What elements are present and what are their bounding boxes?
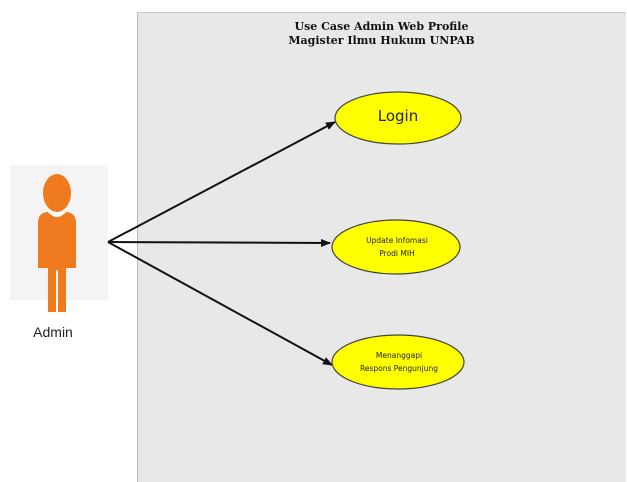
system-title-line-1: Use Case Admin Web Profile [294,20,469,33]
association-login [107,121,336,243]
system-title-line-2: Magister Ilmu Hukum UNPAB [288,34,475,47]
use-case-login-label: Login [377,107,419,125]
association-update-informasi [107,238,331,247]
use-case-update-informasi-line-1: Update Infomasi [366,236,428,245]
use-case-login [334,91,462,145]
use-case-menanggapi-line-1: Menanggapi [375,351,423,360]
use-case-update-informasi-label: Update Infomasi Prodi MIH [334,234,460,260]
system-title: Use Case Admin Web Profile Magister Ilmu… [137,20,626,48]
use-case-update-informasi [331,219,461,275]
use-case-menanggapi [331,334,465,390]
actor-person-icon [38,174,76,312]
actor-label: Admin [33,324,73,340]
use-case-menanggapi-label: Menanggapi Respons Pengunjung [334,349,464,375]
use-case-update-informasi-line-2: Prodi MIH [379,249,415,258]
association-menanggapi [107,241,333,366]
use-case-menanggapi-line-2: Respons Pengunjung [359,364,439,373]
